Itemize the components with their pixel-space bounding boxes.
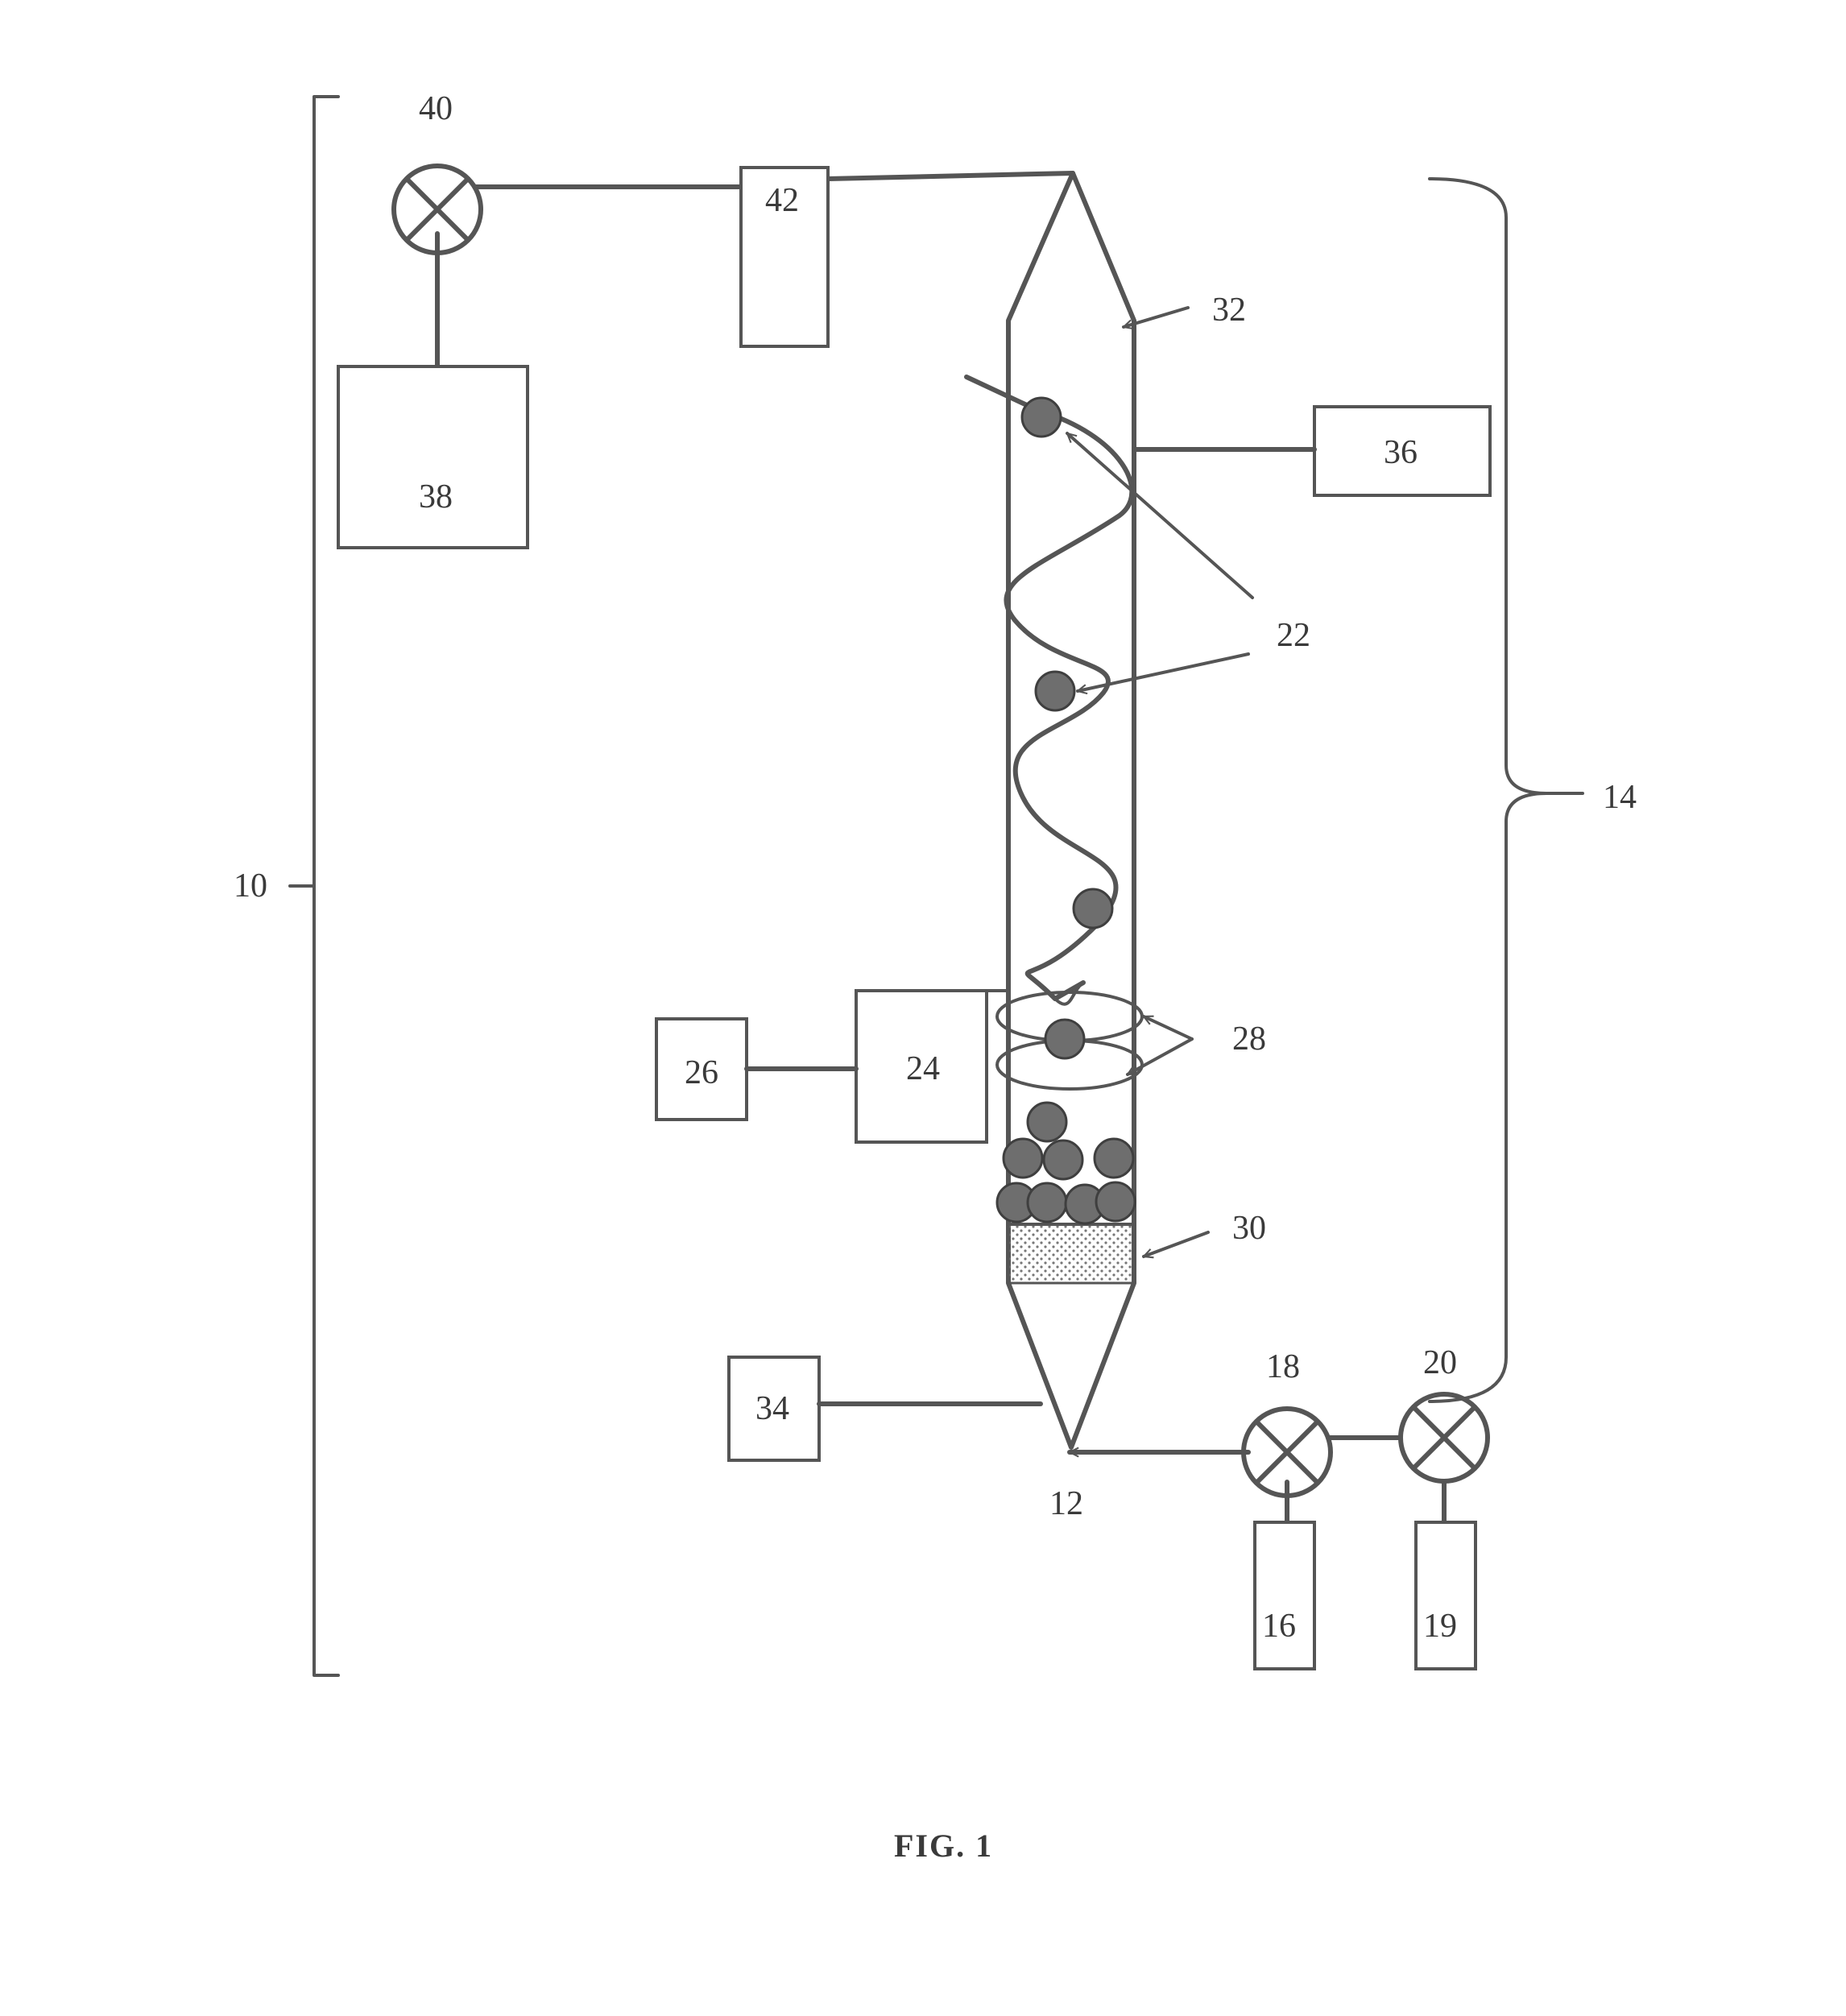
collector-box [338,366,528,548]
particle [1074,889,1112,928]
label-controller: 26 [685,1054,718,1091]
label-porous-support: 30 [1232,1210,1266,1247]
label-side-unit: 36 [1384,434,1418,471]
label-gas-source-a: 16 [1262,1608,1296,1645]
label-helical-element: 22 [1277,617,1310,654]
label-top-inlet: 32 [1212,292,1246,329]
particle [1045,1020,1084,1058]
reactor-column [1008,173,1134,1447]
label-valve-b: 20 [1423,1344,1457,1381]
label-bottom-port-unit: 34 [755,1390,789,1427]
label-outlet-unit: 42 [765,182,799,219]
label-heater: 24 [906,1050,940,1087]
label-valve-a: 18 [1266,1348,1300,1385]
label-system: 10 [234,867,267,905]
label-reactor: 12 [1049,1485,1083,1522]
label-feed-group: 14 [1603,779,1637,816]
particle [1022,398,1061,437]
label-outlet-valve: 40 [419,90,453,127]
feed-group-brace [1430,179,1583,1401]
particle-bed [997,1103,1135,1223]
label-rings: 28 [1232,1020,1266,1058]
label-collector: 38 [419,478,453,515]
gas-source-a-box [1255,1522,1314,1669]
gas-source-b-box [1416,1522,1476,1669]
valve-b [1401,1394,1488,1481]
particle [1036,672,1074,710]
porous-support [1008,1224,1134,1283]
label-gas-source-b: 19 [1423,1608,1457,1645]
system-bracket [290,97,338,1675]
figure-caption: FIG. 1 [894,1828,993,1864]
